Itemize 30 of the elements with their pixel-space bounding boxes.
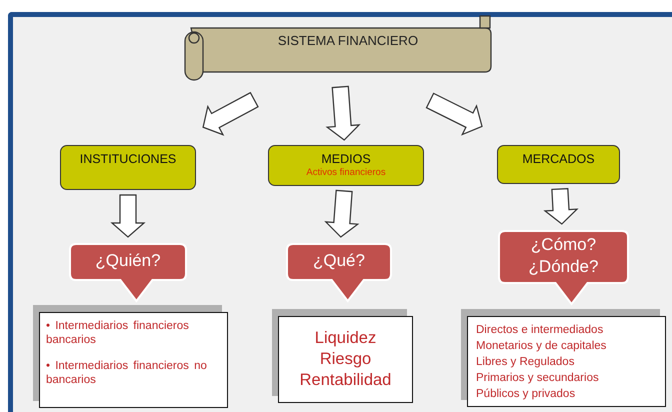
bullet-item: • Intermediarios financieros no bancarios bbox=[46, 359, 208, 387]
category-title: MEDIOS bbox=[320, 152, 372, 166]
category-box bbox=[268, 145, 424, 186]
list-item: Riesgo bbox=[318, 349, 372, 370]
subtitle: Activos financieros bbox=[305, 167, 387, 178]
block-arrow bbox=[110, 194, 146, 238]
list-item: Públicos y privados bbox=[476, 387, 576, 402]
category-title: MERCADOS bbox=[521, 152, 596, 166]
list-item: Monetarios y de capitales bbox=[476, 339, 608, 354]
question-text: ¿Cómo? ¿Dónde? bbox=[528, 234, 600, 278]
speech-bubble bbox=[497, 229, 630, 305]
list-item: Directos e intermediados bbox=[476, 323, 604, 338]
list-item: Primarios y secundarios bbox=[476, 371, 600, 386]
category-box bbox=[497, 145, 620, 184]
block-arrow bbox=[324, 190, 360, 238]
question-text: ¿Qué? bbox=[312, 250, 366, 272]
list-item: Libres y Regulados bbox=[476, 355, 576, 370]
speech-bubble bbox=[285, 242, 393, 302]
block-arrow bbox=[202, 92, 259, 136]
bullet-item: • Intermediarios financieros bancarios bbox=[46, 319, 190, 347]
speech-bubble bbox=[68, 242, 188, 302]
banner-title: SISTEMA FINANCIERO bbox=[276, 33, 420, 48]
question-text: ¿Quién? bbox=[94, 250, 162, 272]
block-arrow bbox=[543, 188, 579, 225]
block-arrow bbox=[426, 92, 483, 136]
list-item: Rentabilidad bbox=[298, 370, 392, 391]
block-arrow bbox=[326, 86, 361, 141]
category-title: INSTITUCIONES bbox=[78, 152, 178, 166]
category-box bbox=[60, 145, 196, 190]
list-item: Liquidez bbox=[314, 328, 378, 349]
